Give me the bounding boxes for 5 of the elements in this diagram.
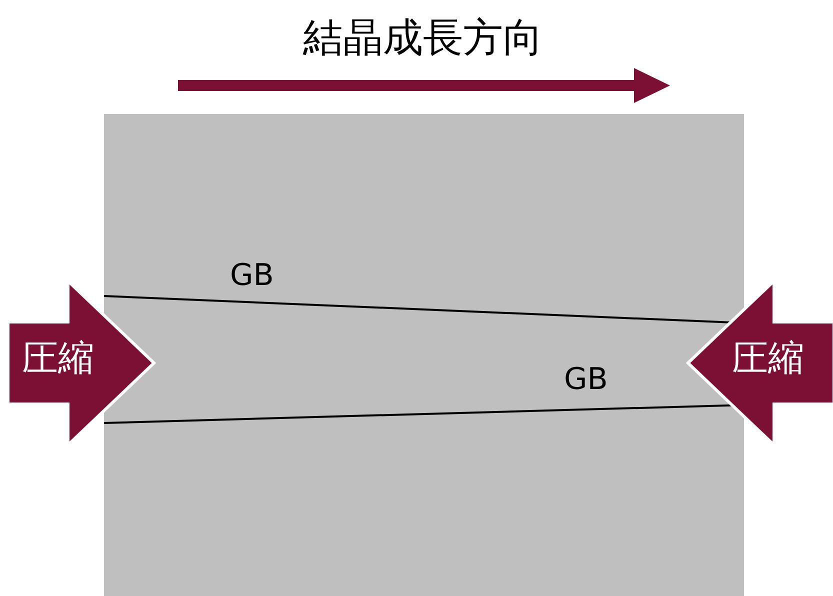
compression-label: 圧縮 (22, 337, 94, 381)
title: 結晶成長方向 (302, 14, 544, 63)
grain-boundary-label: GB (564, 362, 608, 398)
compression-label: 圧縮 (732, 337, 804, 381)
grain-boundary-label: GB (230, 258, 274, 294)
